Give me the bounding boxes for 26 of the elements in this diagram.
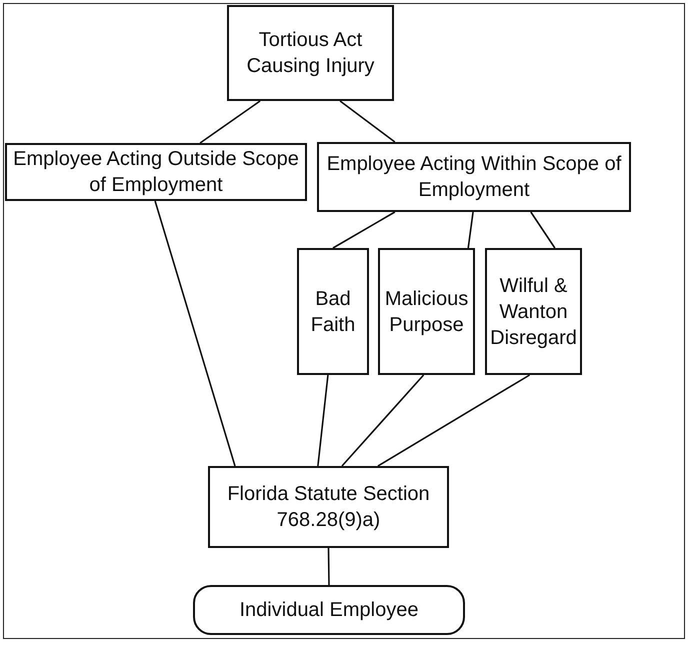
connector-line	[467, 212, 474, 248]
box-label: Malicious Purpose	[384, 286, 470, 338]
process-box	[485, 248, 582, 375]
connector-line	[530, 212, 556, 248]
connector-line	[332, 211, 396, 249]
box-label: Florida Statute Section 768.28(9)a)	[226, 482, 431, 533]
box-label: Tortious Act Causing Injury	[246, 28, 376, 79]
box-label: Individual Employee	[238, 598, 420, 623]
process-box	[378, 248, 475, 375]
process-box	[317, 142, 631, 212]
connector-line	[341, 374, 424, 467]
connector-line	[200, 100, 261, 144]
connector-line	[328, 548, 330, 586]
process-box	[5, 143, 307, 201]
connector-line	[154, 200, 236, 466]
process-box	[227, 5, 394, 101]
process-box	[297, 248, 369, 375]
connector-line	[340, 100, 396, 143]
process-box	[208, 466, 449, 548]
box-label: Employee Acting Outside Scope of Employment	[12, 147, 300, 198]
connector-line	[317, 374, 329, 466]
box-label: Bad Faith	[310, 286, 356, 338]
rounded-box	[193, 585, 465, 635]
box-label: Employee Acting Within Scope of Employment	[326, 152, 622, 203]
connector-line	[378, 374, 530, 467]
box-label: Wilful & Wanton Disregard	[489, 274, 578, 350]
